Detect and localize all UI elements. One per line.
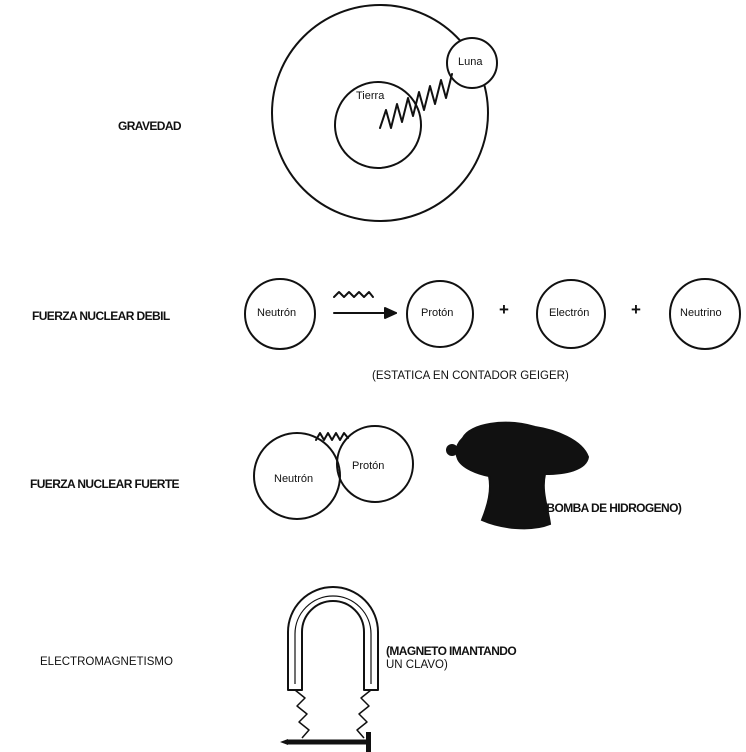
weak-neutron-label: Neutrón (257, 307, 297, 319)
weak-neutrino-circle (669, 278, 741, 350)
earth-circle (334, 81, 422, 169)
magnet-inner-detail (294, 595, 372, 684)
nail-head (366, 732, 371, 752)
em-label: ELECTROMAGNETISMO (40, 656, 173, 668)
moon-label: Luna (458, 56, 483, 68)
weak-neutrino-label: Neutrino (680, 307, 722, 319)
magnet-outer-outline (287, 586, 379, 691)
weak-electron-circle (536, 279, 606, 349)
gravity-label: GRAVEDAD (118, 119, 182, 133)
em-caption-line1: (MAGNETO IMANTANDO (386, 644, 517, 658)
weak-arrow-head (384, 307, 397, 319)
strong-proton-label: Protón (352, 460, 385, 472)
weak-caption: (ESTATICA EN CONTADOR GEIGER) (372, 370, 569, 382)
moon-circle (446, 37, 498, 89)
weak-plus-sign-2: + (631, 300, 641, 319)
strong-caption: (BOMBA DE HIDROGENO) (543, 501, 682, 515)
magnet-left-field-line (294, 689, 310, 739)
weak-proton-circle (406, 280, 474, 348)
mushroom-cloud-puff (446, 444, 458, 456)
strong-neutron-circle (253, 432, 341, 520)
nail-tip (280, 739, 288, 745)
weak-wavy-line (333, 291, 374, 298)
earth-label: Tierra (356, 90, 385, 102)
weak-proton-label: Protón (421, 307, 454, 319)
strong-neutron-label: Neutrón (274, 473, 314, 485)
em-caption-line2: UN CLAVO) (386, 659, 448, 671)
strong-spring (315, 432, 349, 441)
mushroom-cloud-shape (455, 421, 590, 530)
weak-electron-label: Electrón (549, 307, 590, 319)
gravity-spring (379, 73, 453, 129)
moon-orbit-circle (271, 4, 489, 222)
weak-neutron-circle (244, 278, 316, 350)
magnet-right-field-line (356, 689, 372, 739)
weak-plus-sign-1: + (499, 300, 509, 319)
weak-force-label: FUERZA NUCLEAR DEBIL (32, 309, 170, 323)
strong-proton-circle (336, 425, 414, 503)
strong-force-label: FUERZA NUCLEAR FUERTE (30, 477, 180, 491)
